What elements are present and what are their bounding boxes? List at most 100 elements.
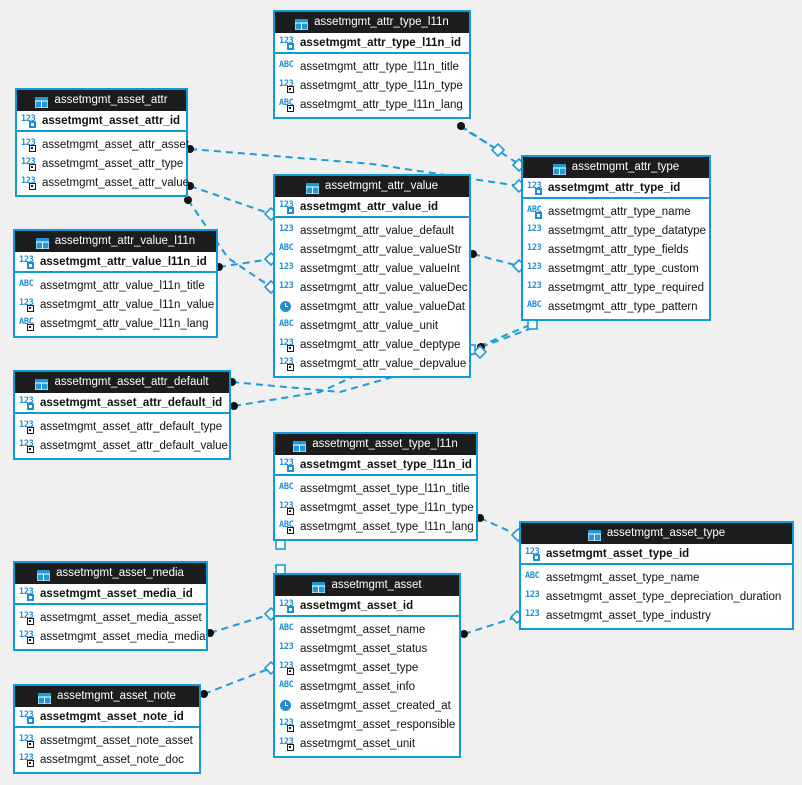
column-row[interactable]: ABC assetmgmt_attr_value_l11n_title bbox=[15, 276, 216, 295]
column-row[interactable]: assetmgmt_attr_value_valueDat bbox=[275, 297, 469, 316]
edge-attr-type-bottom-square bbox=[469, 324, 531, 351]
number-fk-icon: 123 bbox=[279, 501, 296, 515]
table-name: assetmgmt_asset_attr bbox=[54, 94, 168, 106]
date-icon bbox=[279, 699, 296, 713]
column-label: assetmgmt_attr_value_l11n_title bbox=[40, 279, 205, 292]
table-header-attr_value[interactable]: assetmgmt_attr_value bbox=[275, 176, 469, 197]
table-header-asset_attr_default[interactable]: assetmgmt_asset_attr_default bbox=[15, 372, 229, 393]
edge-attr-type-l11n-lang bbox=[460, 125, 521, 166]
column-label: assetmgmt_attr_type_fields bbox=[548, 243, 689, 256]
table-header-asset_type[interactable]: assetmgmt_asset_type bbox=[521, 523, 792, 544]
table-header-attr_type_l11n[interactable]: assetmgmt_attr_type_l11n bbox=[275, 12, 469, 33]
table-header-attr_type[interactable]: assetmgmt_attr_type bbox=[523, 157, 709, 178]
table-header-asset_type_l11n[interactable]: assetmgmt_asset_type_l11n bbox=[275, 434, 476, 455]
text-icon: ABC bbox=[19, 278, 34, 289]
table-header-attr_value_l11n[interactable]: assetmgmt_attr_value_l11n bbox=[15, 231, 216, 252]
column-label: assetmgmt_asset_attr_default_type bbox=[40, 420, 223, 433]
number-fk-icon: 123 bbox=[279, 718, 296, 732]
column-label: assetmgmt_attr_value_default bbox=[300, 224, 455, 237]
table-name: assetmgmt_asset_type bbox=[606, 527, 726, 539]
number-fk-icon: 123 bbox=[19, 298, 36, 312]
number-pk-icon: 123 bbox=[21, 114, 38, 128]
column-label: assetmgmt_asset_type_l11n_id bbox=[300, 458, 472, 471]
table-name: assetmgmt_asset_attr_default bbox=[54, 376, 209, 388]
column-row[interactable]: assetmgmt_asset_created_at bbox=[275, 696, 459, 715]
column-label: assetmgmt_attr_value_valueStr bbox=[300, 243, 462, 256]
edge-asset-note-asset bbox=[203, 667, 272, 695]
column-label: assetmgmt_attr_type_l11n_lang bbox=[300, 98, 463, 111]
table-header-asset[interactable]: assetmgmt_asset bbox=[275, 575, 459, 596]
number-pk-icon: 123 bbox=[19, 587, 36, 601]
number-pk-icon: 123 bbox=[19, 396, 36, 410]
relation-diamond bbox=[490, 142, 506, 158]
table-header-asset_note[interactable]: assetmgmt_asset_note bbox=[15, 686, 199, 707]
table-header-asset_attr[interactable]: assetmgmt_asset_attr bbox=[17, 90, 186, 111]
text-icon: ABC bbox=[279, 679, 294, 690]
column-label: assetmgmt_asset_unit bbox=[300, 737, 416, 750]
column-label: assetmgmt_asset_type_name bbox=[546, 571, 700, 584]
table-header-asset_media[interactable]: assetmgmt_asset_media bbox=[15, 563, 206, 584]
